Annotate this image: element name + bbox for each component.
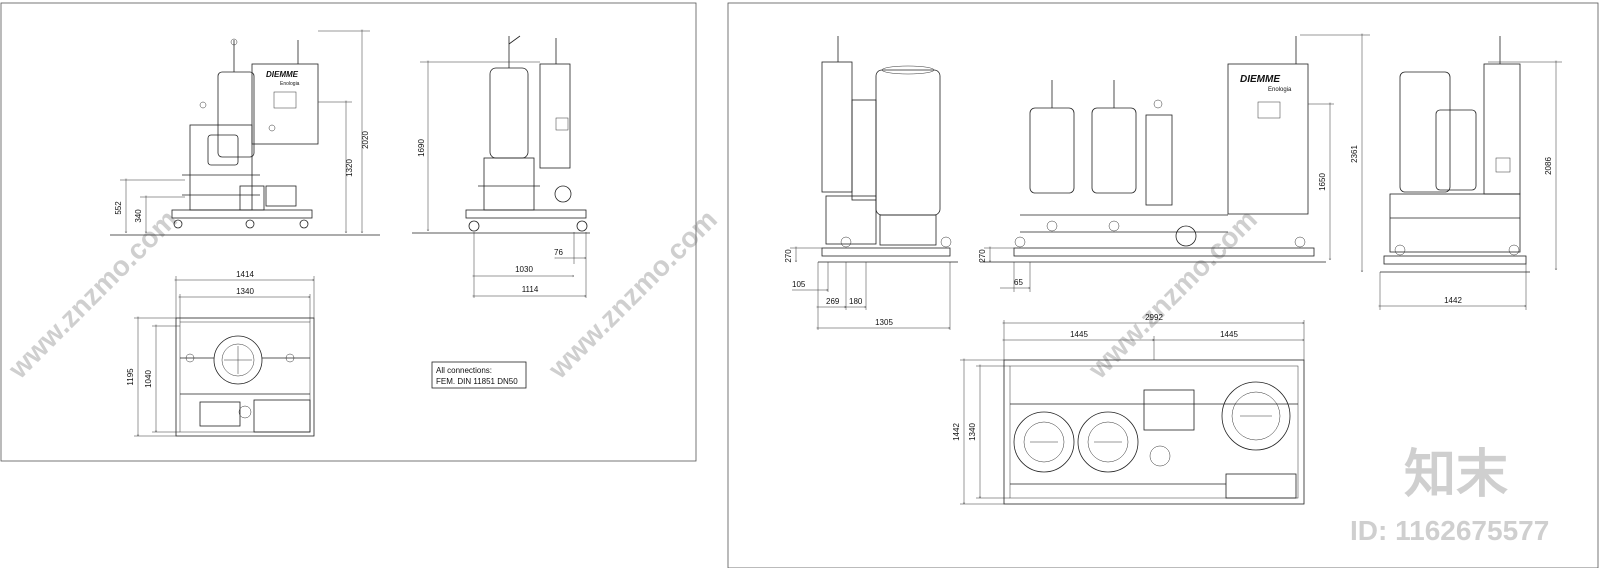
left-plan-view: 1414 1340 1195 1040 bbox=[126, 270, 315, 437]
watermark-logo-text: 知末 bbox=[1404, 446, 1508, 504]
right-plan-dim-half-right: 1445 bbox=[1220, 330, 1238, 339]
left-brand-sub: Enologia bbox=[280, 81, 300, 87]
left-front-view: DIEMME Enologia 2020 1320 552 340 bbox=[110, 31, 380, 236]
left-plan-dim-width: 1040 bbox=[144, 370, 153, 388]
left-front-dim-inlet-height: 552 bbox=[114, 201, 123, 215]
note-line-2: FEM. DIN 11851 DN50 bbox=[436, 377, 518, 386]
right-side-dim-offset-b: 269 bbox=[826, 297, 840, 306]
left-front-dim-control-height: 1320 bbox=[345, 159, 354, 177]
watermark-url-3: www.znzmo.com bbox=[1082, 204, 1263, 385]
right-sheet-frame bbox=[727, 2, 1599, 568]
right-plan-dim-total: 2992 bbox=[1145, 313, 1163, 322]
right-rear-dim-width: 1442 bbox=[1444, 296, 1462, 305]
right-front-dim-offset: 65 bbox=[1014, 278, 1023, 287]
right-plan-view: 2992 1445 1445 1442 1340 bbox=[952, 313, 1305, 505]
left-side-dim-width: 1030 bbox=[515, 265, 533, 274]
right-rear-dim-height: 2086 bbox=[1544, 157, 1553, 175]
note-line-1: All connections: bbox=[436, 366, 492, 375]
left-side-dim-offset: 76 bbox=[554, 248, 563, 257]
right-front-dim-base: 270 bbox=[978, 249, 987, 263]
right-plan-dim-overall-width: 1442 bbox=[952, 423, 961, 441]
left-brand-name: DIEMME bbox=[266, 70, 299, 79]
left-sheet-frame bbox=[0, 2, 697, 462]
left-plan-dim-overall-width: 1195 bbox=[126, 368, 135, 386]
left-plan-dim-length: 1340 bbox=[236, 287, 254, 296]
left-plan-dim-overall-length: 1414 bbox=[236, 270, 254, 279]
left-front-dim-outlet-height: 340 bbox=[134, 209, 143, 223]
right-side-dim-base: 270 bbox=[784, 249, 793, 263]
right-side-dim-offset-c: 180 bbox=[849, 297, 863, 306]
left-front-dim-total-height: 2020 bbox=[361, 131, 370, 149]
right-plan-dim-width: 1340 bbox=[968, 423, 977, 441]
right-brand-sub: Enologia bbox=[1268, 87, 1292, 93]
left-side-dim-overall: 1114 bbox=[522, 285, 539, 294]
watermark-id-text: ID: 1162675577 bbox=[1350, 515, 1549, 546]
right-side-dim-width: 1305 bbox=[875, 318, 893, 327]
right-front-dim-total-height: 2361 bbox=[1350, 145, 1359, 163]
right-front-view: DIEMME Enologia 270 65 1650 2361 bbox=[978, 35, 1370, 292]
left-side-view: 1690 76 1030 1114 bbox=[412, 35, 590, 298]
left-side-dim-height: 1690 bbox=[417, 139, 426, 157]
right-side-view: 270 105 269 180 1305 bbox=[784, 36, 958, 330]
right-front-dim-control-height: 1650 bbox=[1318, 173, 1327, 191]
right-side-dim-offset-a: 105 bbox=[792, 280, 806, 289]
right-rear-view: 2086 1442 bbox=[1380, 36, 1562, 310]
right-brand-name: DIEMME bbox=[1240, 74, 1280, 85]
right-plan-dim-half-left: 1445 bbox=[1070, 330, 1088, 339]
connections-note: All connections: FEM. DIN 11851 DN50 bbox=[431, 361, 527, 389]
